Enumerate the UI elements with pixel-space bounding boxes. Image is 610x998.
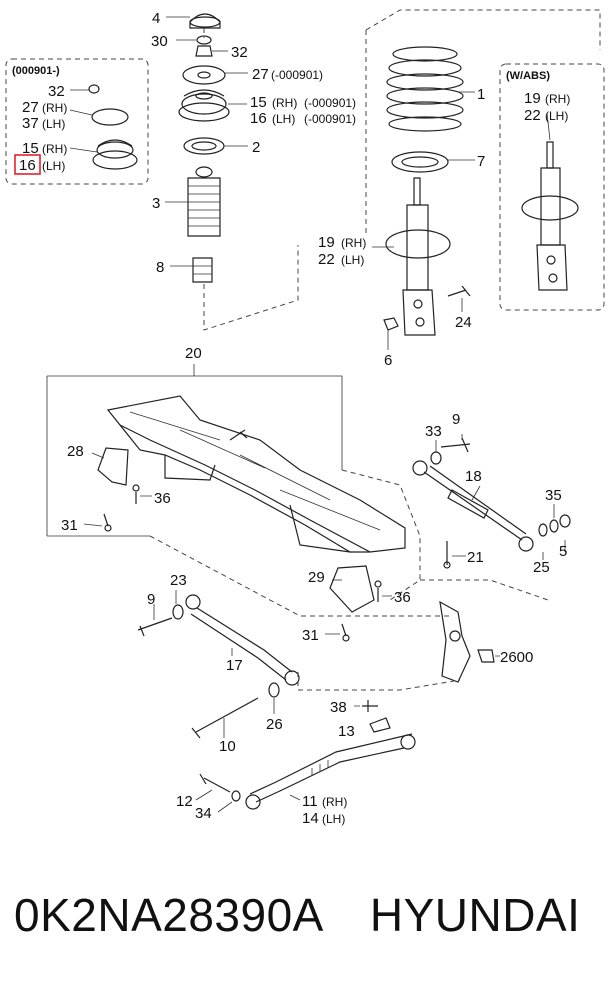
- part-number: 0K2NA28390A: [14, 889, 324, 941]
- label-36-left: 36: [154, 490, 171, 507]
- label-32: 32: [231, 44, 248, 61]
- label-19: 19: [318, 234, 335, 251]
- label-19-side: (RH): [341, 236, 366, 250]
- spring-strut-assembly: [365, 9, 601, 350]
- label-7: 7: [477, 153, 485, 170]
- highlight-box: [14, 154, 41, 175]
- label-26: 26: [266, 716, 283, 733]
- label-16-side: (LH): [272, 112, 295, 126]
- variant-box-000901: [5, 58, 149, 185]
- box-000901-title: (000901-): [12, 65, 60, 77]
- label-12: 12: [176, 793, 193, 810]
- label-18: 18: [465, 468, 482, 485]
- label-29: 29: [308, 569, 325, 586]
- label-1: 1: [477, 86, 485, 103]
- label-25: 25: [533, 559, 550, 576]
- label-23: 23: [170, 572, 187, 589]
- crossmember-assembly: [46, 364, 421, 642]
- label-36-right: 36: [394, 589, 411, 606]
- label-33: 33: [425, 423, 442, 440]
- label-35: 35: [545, 487, 562, 504]
- label-19-abs: 19: [524, 90, 541, 107]
- label-9-top: 9: [452, 411, 460, 428]
- label-2600: 2600: [500, 649, 533, 666]
- label-16-box-side: (LH): [42, 159, 65, 173]
- label-21: 21: [467, 549, 484, 566]
- label-22-abs-side: (LH): [545, 109, 568, 123]
- label-15-box: 15: [22, 140, 39, 157]
- label-13: 13: [338, 723, 355, 740]
- label-27-box: 27: [22, 99, 39, 116]
- brand-name: HYUNDAI: [369, 889, 581, 941]
- label-20: 20: [185, 345, 202, 362]
- lower-link-assembly: [195, 700, 416, 813]
- lateral-link-assembly: [412, 434, 571, 569]
- label-31-right: 31: [302, 627, 319, 644]
- label-3: 3: [152, 195, 160, 212]
- label-16: 16: [250, 110, 267, 127]
- label-22: 22: [318, 251, 335, 268]
- label-8: 8: [156, 259, 164, 276]
- label-27-box-side: (RH): [42, 101, 67, 115]
- label-11: 11: [302, 793, 318, 810]
- label-28: 28: [67, 443, 84, 460]
- label-27-note: (-000901): [271, 68, 323, 82]
- label-11-side: (RH): [322, 795, 347, 809]
- label-37-box: 37: [22, 115, 39, 132]
- label-16-box: 16: [19, 157, 36, 174]
- label-4: 4: [152, 10, 160, 27]
- label-27: 27: [252, 66, 269, 83]
- label-30: 30: [151, 33, 168, 50]
- label-32-box: 32: [48, 83, 65, 100]
- label-34: 34: [195, 805, 212, 822]
- label-9-bottom: 9: [147, 591, 155, 608]
- label-22-abs: 22: [524, 107, 541, 124]
- label-38: 38: [330, 699, 347, 716]
- trailing-arm-assembly: [137, 579, 549, 739]
- label-24: 24: [455, 314, 472, 331]
- label-14: 14: [302, 810, 319, 827]
- label-37-box-side: (LH): [42, 117, 65, 131]
- strut-mount-column: [165, 13, 299, 331]
- variant-box-abs: [499, 63, 605, 311]
- label-6: 6: [384, 352, 392, 369]
- parts-diagram: 4 30 32 27 (-000901) 15 (RH) (-000901) 1…: [5, 9, 605, 827]
- label-5: 5: [559, 543, 567, 560]
- label-10: 10: [219, 738, 236, 755]
- label-2: 2: [252, 139, 260, 156]
- label-19-abs-side: (RH): [545, 92, 570, 106]
- label-15: 15: [250, 94, 267, 111]
- box-abs-title: (W/ABS): [506, 70, 550, 82]
- label-15-box-side: (RH): [42, 142, 67, 156]
- label-15-side: (RH): [272, 96, 297, 110]
- label-16-note: (-000901): [304, 112, 356, 126]
- label-14-side: (LH): [322, 812, 345, 826]
- label-31-left: 31: [61, 517, 78, 534]
- label-17: 17: [226, 657, 243, 674]
- label-15-note: (-000901): [304, 96, 356, 110]
- footer-caption: 0K2NA28390A HYUNDAI: [14, 888, 604, 968]
- label-22-side: (LH): [341, 253, 364, 267]
